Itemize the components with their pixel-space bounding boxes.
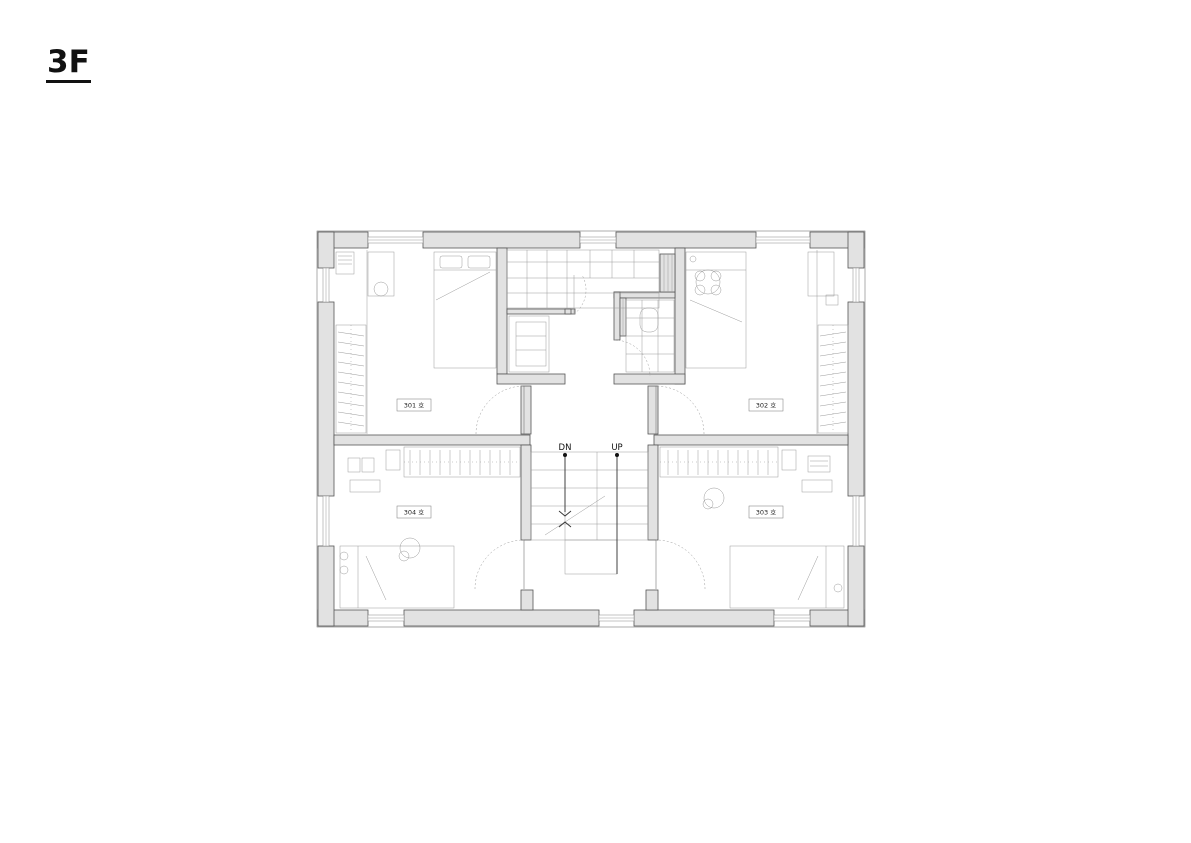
room-301: 301 호 xyxy=(396,398,432,412)
room-304: 304 호 xyxy=(396,505,432,519)
floor-label: 3F xyxy=(46,44,91,83)
room-303: 303 호 xyxy=(748,505,784,519)
exterior-walls xyxy=(316,230,866,628)
doors xyxy=(474,274,706,590)
room-304-furniture xyxy=(339,446,521,609)
room-302: 302 호 xyxy=(748,398,784,412)
bathroom-right xyxy=(625,299,675,373)
interior-walls xyxy=(333,247,849,611)
room-303-furniture xyxy=(659,446,845,609)
room-303-label: 303 호 xyxy=(756,509,776,517)
bathroom-left xyxy=(506,249,660,373)
room-301-furniture xyxy=(335,250,497,434)
stairs-down-label: DN xyxy=(559,443,572,453)
room-302-furniture xyxy=(685,250,849,434)
room-302-label: 302 호 xyxy=(756,402,776,410)
staircase: DN UP xyxy=(530,443,649,575)
stairs-up-label: UP xyxy=(611,443,622,453)
room-304-label: 304 호 xyxy=(404,509,424,517)
room-301-label: 301 호 xyxy=(404,402,424,410)
